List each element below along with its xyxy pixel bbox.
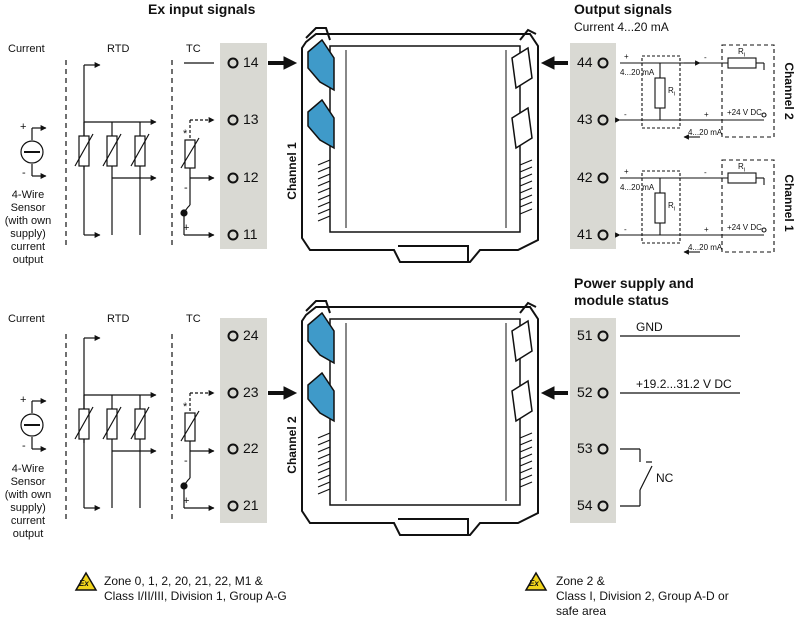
out-vdc-2: +24 V DC xyxy=(727,223,762,232)
heading-output: Output signals xyxy=(574,1,672,17)
out-ma-2: 4...20 mA xyxy=(620,183,655,192)
tc-plus-2: + xyxy=(183,495,190,507)
polarity-minus-2: - xyxy=(22,440,26,452)
terminal-strip-pwr xyxy=(570,318,616,523)
terminal-41: 41 xyxy=(577,226,593,242)
power-gnd: GND xyxy=(636,320,663,334)
tc-minus-2: - xyxy=(184,455,188,467)
ex-badge-right xyxy=(524,571,548,591)
out-ma-2b: 4...20 mA xyxy=(688,243,723,252)
heading-ex-input: Ex input signals xyxy=(148,1,256,17)
out-plus-1: + xyxy=(624,52,629,61)
out-plus-1b: + xyxy=(704,110,709,119)
ex-symbol-left: Ex xyxy=(79,579,89,588)
terminal-strip-in2 xyxy=(220,318,267,523)
label-tc: TC xyxy=(186,43,201,55)
tc-star-2: * xyxy=(183,401,188,413)
sensors-ch1 xyxy=(20,62,215,238)
terminal-13: 13 xyxy=(243,111,259,127)
module-ribs-top xyxy=(317,159,533,222)
out-ma-1b: 4...20 mA xyxy=(688,128,723,137)
module-housing-top xyxy=(301,27,539,263)
terminal-circles xyxy=(227,57,609,512)
terminal-51: 51 xyxy=(577,327,593,343)
power-nc: NC xyxy=(656,471,674,485)
terminal-53: 53 xyxy=(577,440,593,456)
terminal-22: 22 xyxy=(243,440,259,456)
terminal-11: 11 xyxy=(243,226,258,242)
sensors-ch2 xyxy=(20,335,215,511)
label-four-wire-2: 4-Wire Sensor (with own supply) current … xyxy=(4,463,52,540)
terminal-14: 14 xyxy=(243,54,259,70)
terminal-21: 21 xyxy=(243,497,259,513)
module-housing-bottom xyxy=(301,300,539,536)
terminal-strip-in1 xyxy=(220,43,267,249)
tc-star: * xyxy=(183,128,188,140)
out-dash-2: - xyxy=(704,168,707,177)
label-four-wire: 4-Wire Sensor (with own supply) current … xyxy=(4,189,52,266)
terminal-43: 43 xyxy=(577,111,593,127)
polarity-plus: + xyxy=(20,121,27,133)
terminal-23: 23 xyxy=(243,384,259,400)
terminal-42: 42 xyxy=(577,169,593,185)
channel-label-in1: Channel 1 xyxy=(285,142,299,200)
signal-arrows xyxy=(268,56,568,400)
out-minus-2: - xyxy=(624,225,627,234)
power-wiring xyxy=(620,335,740,507)
label-tc-2: TC xyxy=(186,313,201,325)
channel-label-out2: Channel 2 xyxy=(782,62,796,120)
zone-left: Zone 0, 1, 2, 20, 21, 22, M1 & Class I/I… xyxy=(104,574,287,603)
power-vrange: +19.2...31.2 V DC xyxy=(636,377,732,391)
heading-power-line1: Power supply and xyxy=(574,275,694,291)
tc-minus: - xyxy=(184,182,188,194)
tc-plus: + xyxy=(183,222,190,234)
zone-right: Zone 2 & Class I, Division 2, Group A-D … xyxy=(556,574,729,618)
ex-symbol-right: Ex xyxy=(529,579,539,588)
terminal-24: 24 xyxy=(243,327,259,343)
out-vdc-1: +24 V DC xyxy=(727,108,762,117)
polarity-plus-2: + xyxy=(20,394,27,406)
out-minus-1: - xyxy=(624,110,627,119)
ex-badge-left xyxy=(74,571,98,591)
channel-label-out1: Channel 1 xyxy=(782,174,796,232)
terminal-44: 44 xyxy=(577,54,593,70)
terminal-12: 12 xyxy=(243,169,259,185)
output-wiring xyxy=(615,44,775,255)
terminal-54: 54 xyxy=(577,497,593,513)
module-accents-top xyxy=(307,38,533,150)
label-rtd-2: RTD xyxy=(107,313,130,325)
heading-output-sub: Current 4...20 mA xyxy=(574,20,669,34)
out-r-top-1: Ri xyxy=(738,47,746,59)
terminal-52: 52 xyxy=(577,384,593,400)
out-dash-1: - xyxy=(704,53,707,62)
terminal-strip-out xyxy=(570,43,616,249)
heading-power-line2: module status xyxy=(574,292,669,308)
out-plus-2: + xyxy=(624,167,629,176)
label-current-2: Current xyxy=(8,313,45,325)
out-ma-1: 4...20 mA xyxy=(620,68,655,77)
label-rtd: RTD xyxy=(107,43,130,55)
out-plus-2b: + xyxy=(704,225,709,234)
channel-label-in2: Channel 2 xyxy=(285,416,299,474)
sensor-separators xyxy=(65,60,173,520)
out-r-2: Ri xyxy=(668,201,676,213)
polarity-minus: - xyxy=(22,167,26,179)
out-r-top-2: Ri xyxy=(738,162,746,174)
label-current: Current xyxy=(8,43,45,55)
out-r-1: Ri xyxy=(668,86,676,98)
